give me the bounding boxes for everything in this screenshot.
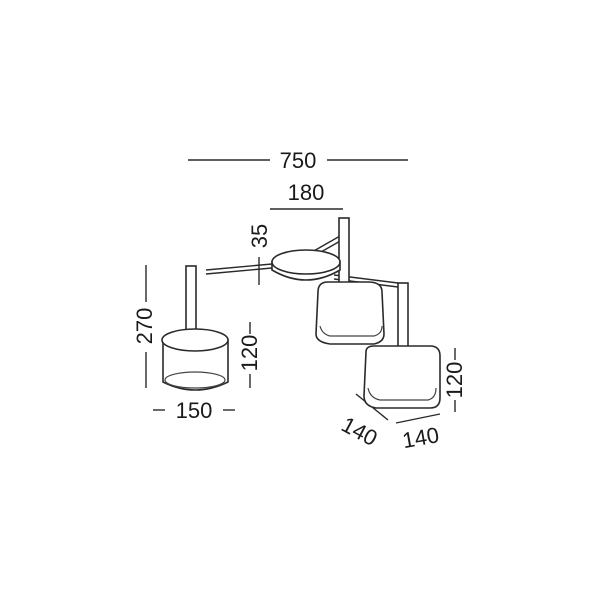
rear-arm [311, 235, 341, 253]
shade-depth-label: 140 [337, 412, 381, 451]
canopy [271, 249, 341, 281]
canopy-width-dimension: 180 [270, 180, 343, 210]
lamp-illustration [161, 217, 441, 409]
overall-width-dimension: 750 [188, 148, 408, 173]
canopy-height-label: 35 [247, 224, 272, 248]
left-shade-height-label: 120 [237, 335, 262, 372]
left-shade [161, 265, 229, 391]
right-shade-height-label: 120 [442, 362, 467, 399]
shade-width-label: 140 [400, 422, 441, 453]
middle-shade [315, 281, 385, 345]
front-right-shade [363, 345, 441, 409]
canopy-width-label: 180 [288, 180, 325, 205]
shade-diameter-label: 150 [176, 398, 213, 423]
overall-width-label: 750 [280, 148, 317, 173]
left-stem [185, 265, 197, 331]
overall-height-dimension: 270 [132, 265, 157, 388]
rear-rod [338, 217, 350, 289]
canopy-height-dimension: 35 [247, 224, 272, 285]
left-shade-height-dimension: 120 [237, 322, 262, 388]
overall-height-label: 270 [132, 308, 157, 345]
right-stem [397, 282, 409, 352]
shade-width-dimension: 140 [395, 413, 441, 453]
right-shade-height-dimension: 120 [442, 348, 467, 412]
left-arm [205, 263, 273, 271]
shade-diameter-dimension: 150 [153, 398, 235, 423]
